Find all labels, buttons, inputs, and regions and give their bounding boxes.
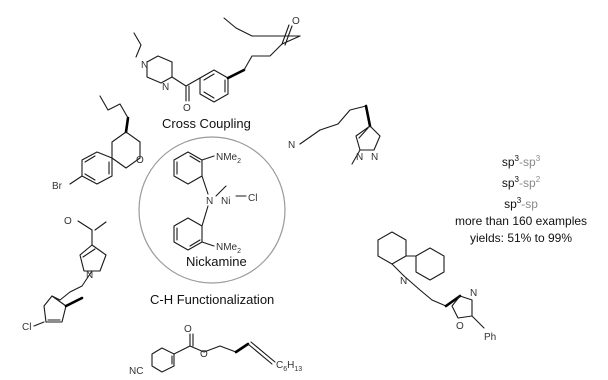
ch-functionalization-label: C-H Functionalization (150, 292, 275, 307)
atom-n: N (371, 152, 378, 163)
atom-n: N (86, 270, 93, 281)
atom-n: N (470, 288, 477, 299)
atom-br: Br (52, 181, 63, 192)
atom-n: N (356, 152, 363, 163)
nickamine-catalyst-structure (173, 151, 247, 251)
atom-ni: Ni (221, 196, 230, 207)
catalyst-name-label: Nickamine (186, 254, 247, 269)
atom-o: O (200, 349, 208, 360)
hybridization-sp3-sp: sp3-sp (504, 196, 538, 211)
atom-nc: NC (129, 366, 143, 377)
hybridization-sp3-sp2: sp3-sp2 (501, 175, 541, 190)
atom-nme2: NMe2 (216, 152, 241, 165)
scope-summary: sp3-sp3 sp3-sp2 sp3-sp more than 160 exa… (446, 150, 596, 247)
atom-n: N (141, 60, 148, 71)
examples-count: more than 160 examples (454, 214, 588, 228)
atom-n: N (162, 82, 169, 93)
chlorothiophene-pyrroline-structure (33, 220, 107, 327)
atom-o: O (136, 155, 144, 166)
atom-ph: Ph (484, 332, 496, 343)
bromophenyl-pyran-structure (69, 95, 141, 185)
catalyst-circle (138, 136, 286, 284)
cross-coupling-label: Cross Coupling (162, 116, 251, 131)
atom-o: O (456, 321, 464, 332)
piperazine-amide-structure (133, 17, 301, 103)
atom-c6h13: C6H13 (276, 360, 302, 373)
atom-n: N (288, 140, 295, 151)
atom-n: N (400, 276, 407, 287)
carbazole-oxazole-structure (377, 231, 485, 329)
cyanobenzoate-alkyne-structure (151, 333, 276, 373)
atom-cl: Cl (248, 193, 257, 204)
atom-o: O (184, 324, 192, 335)
yields-range: yields: 51% to 99% (469, 231, 573, 245)
atom-o: O (64, 216, 72, 227)
atom-nme2: NMe2 (216, 242, 241, 255)
atom-cl: Cl (22, 322, 31, 333)
hybridization-sp3-sp3: sp3-sp3 (501, 154, 541, 169)
atom-o: O (183, 103, 191, 114)
atom-o: O (292, 16, 300, 27)
atom-n: N (206, 196, 213, 207)
pyrazole-nitrile-structure (299, 104, 381, 165)
